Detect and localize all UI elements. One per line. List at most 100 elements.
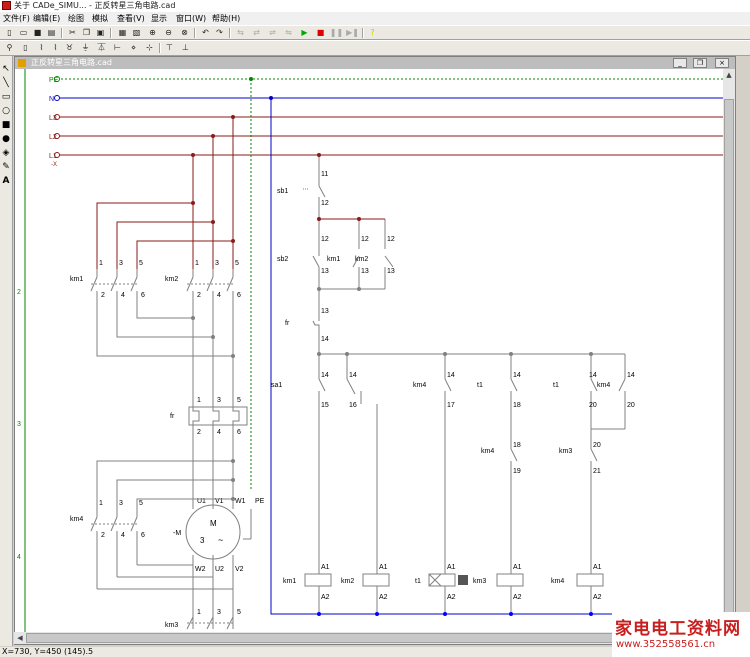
help-icon[interactable]: ? [370, 28, 375, 37]
step-icon[interactable]: ▶❚ [346, 28, 359, 37]
redo-icon[interactable]: ↷ [216, 28, 223, 37]
svg-text:3: 3 [217, 397, 221, 404]
print-preview-icon[interactable]: ▧ [132, 28, 141, 37]
svg-text:3: 3 [215, 260, 219, 267]
vertical-scroll-thumb[interactable] [724, 99, 734, 629]
watermark-title: 家电电工资料网 [615, 619, 741, 639]
save-icon[interactable]: ■ [33, 28, 42, 37]
scroll-up-icon[interactable]: ▲ [726, 71, 732, 79]
svg-text:A2: A2 [593, 594, 602, 601]
pause-icon[interactable]: ❚❚ [329, 28, 344, 37]
paste-icon[interactable]: ▣ [96, 28, 105, 37]
svg-text:1: 1 [197, 397, 201, 404]
stop-icon[interactable]: ■ [316, 28, 325, 37]
svg-text:2: 2 [197, 292, 201, 299]
contact3-icon[interactable]: ⊢ [114, 43, 121, 52]
svg-text:U2: U2 [215, 566, 224, 573]
svg-text:4: 4 [217, 292, 221, 299]
svg-text:km4: km4 [413, 382, 426, 389]
status-bar: X=730, Y=450 (145).5 [0, 647, 750, 657]
component-icon[interactable]: ▦ [118, 28, 127, 37]
zoom-window-icon[interactable]: ⊗ [181, 28, 188, 37]
fuse-icon[interactable]: ▯ [23, 43, 28, 52]
misc-icon[interactable]: ⊥ [182, 43, 189, 52]
print-icon[interactable]: ▤ [47, 28, 56, 37]
close-button[interactable]: × [715, 58, 729, 68]
n-return [270, 98, 723, 615]
switch-icon[interactable]: ⌇ [39, 43, 44, 52]
menu-help[interactable]: 帮助(H) [212, 14, 241, 23]
filled-ellipse-icon[interactable]: ● [2, 133, 10, 144]
switch2-icon[interactable]: ⌇ [53, 43, 58, 52]
scroll-left-icon[interactable]: ◀ [17, 634, 23, 642]
svg-text:11: 11 [321, 171, 328, 178]
coil-t1-label: t1 [415, 578, 421, 585]
minimize-button[interactable]: _ [673, 58, 687, 68]
filled-rect-icon[interactable]: ■ [1, 119, 11, 130]
copy-icon[interactable]: ❐ [82, 28, 91, 37]
nc-contact-icon[interactable]: ⏄ [97, 43, 106, 52]
km3-main-label: km3 [165, 622, 178, 629]
svg-text:21: 21 [593, 468, 601, 475]
menu-view[interactable]: 查看(V) [117, 14, 145, 23]
line-icon[interactable]: ╲ [3, 77, 9, 88]
horizontal-scroll-thumb[interactable] [26, 633, 626, 643]
play-icon[interactable]: ▶ [301, 28, 308, 37]
menu-file[interactable]: 文件(F) [3, 14, 30, 23]
svg-text:1: 1 [197, 609, 201, 616]
svg-text:PE: PE [255, 498, 265, 505]
fill-icon[interactable]: ◈ [2, 147, 10, 158]
menu-edit[interactable]: 编辑(E) [33, 14, 61, 23]
svg-text:2: 2 [197, 429, 201, 436]
motor-icon[interactable]: ♉ [65, 43, 74, 52]
svg-text:20: 20 [593, 442, 601, 449]
svg-text:12: 12 [387, 236, 395, 243]
no-contact-icon[interactable]: ⏚ [81, 43, 90, 52]
menu-simulate[interactable]: 模拟 [92, 14, 108, 23]
watermark: 家电电工资料网 www.352558561.cn [612, 612, 750, 657]
lamp-icon[interactable]: ⚲ [6, 43, 13, 52]
sb2-label: sb2 [277, 256, 288, 263]
pencil-icon[interactable]: ✎ [2, 161, 10, 172]
svg-text:18: 18 [513, 442, 521, 449]
svg-text:18: 18 [513, 402, 521, 409]
horizontal-scrollbar[interactable]: ◀ ▶ [14, 632, 722, 644]
svg-text:5: 5 [139, 260, 143, 267]
svg-text:4: 4 [121, 292, 125, 299]
new-icon[interactable]: ▯ [7, 28, 12, 37]
svg-text:W1: W1 [235, 498, 246, 505]
svg-text:14: 14 [349, 372, 357, 379]
svg-text:12: 12 [321, 236, 329, 243]
rectangle-icon[interactable]: ▭ [1, 91, 11, 102]
relay-icon[interactable]: ⊤ [166, 43, 173, 52]
l2-terminal [54, 133, 60, 139]
svg-text:13: 13 [321, 308, 329, 315]
undo-icon[interactable]: ↶ [202, 28, 209, 37]
restore-button[interactable]: ❐ [693, 58, 707, 68]
svg-text:3: 3 [119, 260, 123, 267]
cut-icon[interactable]: ✂ [69, 28, 76, 37]
svg-text:~: ~ [218, 535, 223, 545]
zoom-out-icon[interactable]: ⊖ [165, 28, 172, 37]
svg-text:A1: A1 [321, 564, 330, 571]
menu-window[interactable]: 窗口(W) [176, 14, 207, 23]
text-icon[interactable]: A [2, 175, 10, 186]
zoom-in-icon[interactable]: ⊕ [149, 28, 156, 37]
coil-km2-label: km2 [341, 578, 354, 585]
open-icon[interactable]: ▭ [19, 28, 28, 37]
svg-text:2: 2 [101, 292, 105, 299]
svg-text:6: 6 [141, 532, 145, 539]
select-arrow-icon[interactable]: ↖ [2, 63, 10, 74]
ellipse-icon[interactable]: ○ [2, 105, 10, 116]
schematic-canvas[interactable]: 2 3 4 PE N L3 L2 L1 -X [15, 69, 723, 634]
menu-draw[interactable]: 绘图 [68, 14, 84, 23]
n-label: N [49, 96, 54, 103]
menu-display[interactable]: 显示 [151, 14, 167, 23]
l1-terminal [54, 152, 60, 158]
coil-icon[interactable]: ⊹ [146, 43, 153, 52]
vertical-scrollbar[interactable]: ▲ ▼ [723, 69, 735, 634]
km4-main-label: km4 [70, 516, 83, 523]
document-titlebar: 正反转星三角电路.cad _ ❐ × [15, 57, 735, 69]
svg-text:13: 13 [321, 268, 329, 275]
timer-icon[interactable]: ⋄ [130, 43, 136, 52]
